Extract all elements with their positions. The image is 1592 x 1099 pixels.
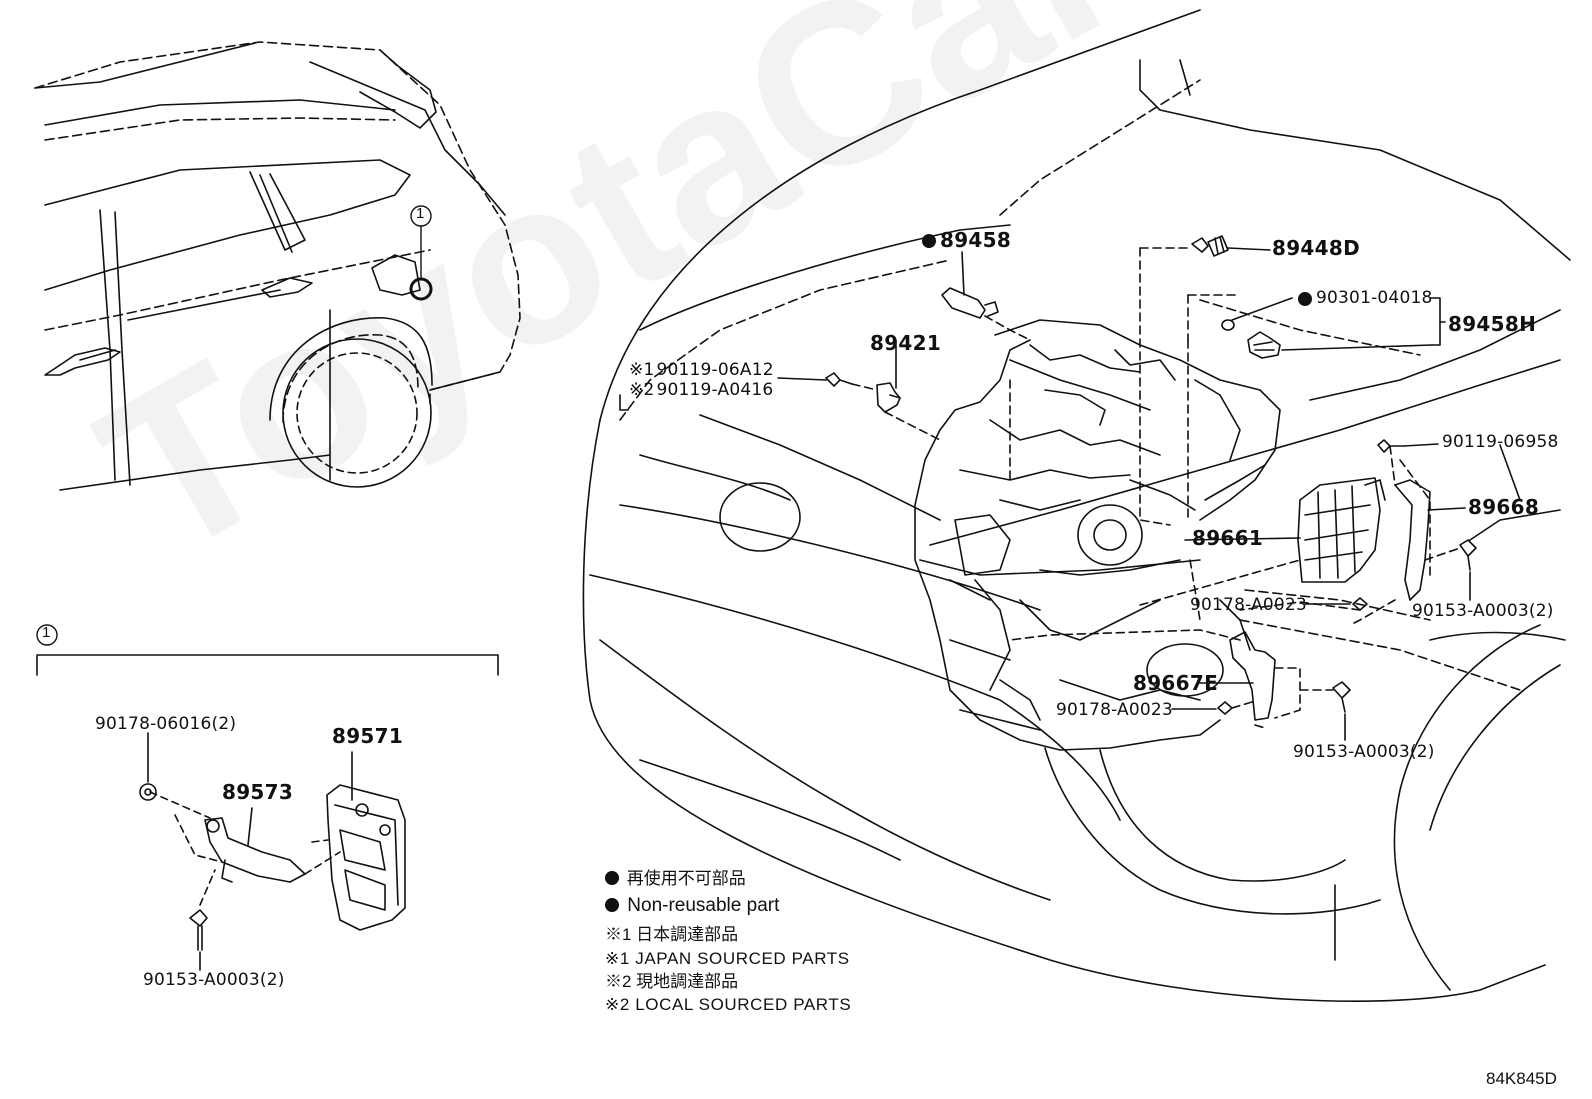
part-label-89458H: 89458H xyxy=(1448,312,1537,336)
fuel-door-location-circle xyxy=(409,277,433,301)
detail-bracket xyxy=(36,654,499,676)
part-bolt-90153-A0003-a xyxy=(1459,539,1477,571)
part-label-89668: 89668 xyxy=(1468,495,1540,519)
part-label-90178-A0023-upper: 90178-A0023 xyxy=(1190,595,1307,615)
part-label-89458: 89458 xyxy=(940,228,1012,252)
part-label-89573: 89573 xyxy=(222,780,294,804)
part-nut-90178-A0023-a xyxy=(1352,597,1368,611)
legend-non-reusable-en: Non-reusable part xyxy=(605,896,779,915)
part-89661-ecu xyxy=(1297,477,1386,583)
part-label-90119-06958: 90119-06958 xyxy=(1442,432,1559,452)
part-89458-sensor xyxy=(941,287,999,319)
part-90301-gasket xyxy=(1221,319,1235,331)
part-label-89448D: 89448D xyxy=(1272,236,1360,260)
ecu-detail-drawing xyxy=(139,783,406,951)
part-89421-bracket xyxy=(876,382,901,413)
part-bolt-90119-06A12 xyxy=(825,372,853,387)
part-label-90178-A0023-lower: 90178-A0023 xyxy=(1056,700,1173,720)
callout-marker-label: 1 xyxy=(416,205,425,222)
non-reusable-dot-89458 xyxy=(922,234,936,248)
front-car-outline xyxy=(582,9,1571,1002)
part-89458H-sensor xyxy=(1247,331,1281,359)
legend-japan-en: ※1 JAPAN SOURCED PARTS xyxy=(605,949,850,968)
non-reusable-dot-90301 xyxy=(1298,292,1312,306)
legend-local-en: ※2 LOCAL SOURCED PARTS xyxy=(605,995,852,1014)
legend-local-jp: ※2 現地調達部品 xyxy=(605,972,739,991)
rear-car-outline xyxy=(34,41,521,491)
part-label-89571: 89571 xyxy=(332,724,404,748)
fender-lines xyxy=(1469,444,1561,541)
part-label-89421: 89421 xyxy=(870,331,942,355)
detail-callout-lines xyxy=(147,732,353,971)
part-label-90178-06016: 90178-06016(2) xyxy=(95,714,237,734)
black-dot-icon xyxy=(605,898,619,912)
part-label-90153-A0003-lower: 90153-A0003(2) xyxy=(1293,742,1435,762)
install-lines xyxy=(851,247,1461,729)
detail-header-label: 1 xyxy=(42,624,51,641)
part-89668-bracket xyxy=(1394,479,1431,601)
bay-lines xyxy=(699,359,1561,576)
black-dot-icon xyxy=(605,871,619,885)
part-label-90301-04018: 90301-04018 xyxy=(1316,288,1433,308)
prefix-local: ※2 xyxy=(629,380,655,400)
legend-japan-jp: ※1 日本調達部品 xyxy=(605,925,739,944)
detail-leader-lines xyxy=(149,791,341,906)
callout-lines xyxy=(619,247,1471,741)
part-89667E-bracket xyxy=(1229,631,1276,721)
part-label-90153-A0003-upper: 90153-A0003(2) xyxy=(1412,601,1554,621)
prefix-japan: ※1 xyxy=(629,360,655,380)
figure-code: 84K845D xyxy=(1486,1069,1557,1088)
part-label-89661: 89661 xyxy=(1192,526,1264,550)
part-label-90153-A0003-detail: 90153-A0003(2) xyxy=(143,970,285,990)
part-89448D-switch xyxy=(1191,235,1229,257)
part-label-89667E: 89667E xyxy=(1133,671,1219,695)
legend-non-reusable-jp: 再使用不可部品 xyxy=(605,870,746,887)
part-bolt-90153-A0003-b xyxy=(1332,681,1351,713)
detail-header-circle xyxy=(36,624,58,646)
